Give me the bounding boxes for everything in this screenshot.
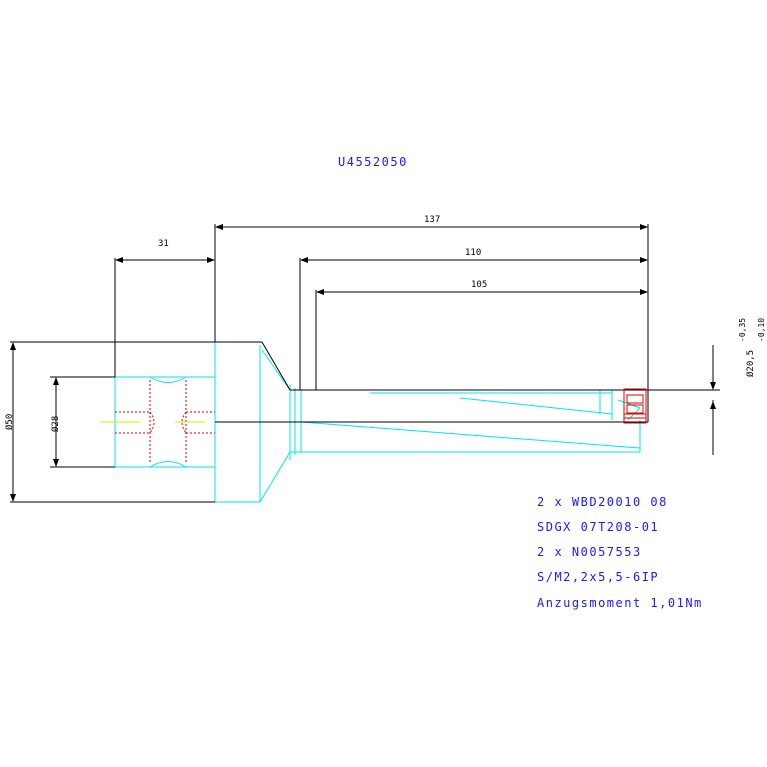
dim-tolerance-lower: -0,10 [757,318,766,342]
note-line-1: 2 x WBD20010 08 [537,495,668,509]
dim-length-105: 105 [471,280,487,290]
dimension-lines [10,224,716,502]
note-line-5: Anzugsmoment 1,01Nm [537,596,703,610]
tool-body [114,342,641,503]
dim-tolerance-upper: -0,35 [738,318,747,342]
note-line-2: SDGX 07T208-01 [537,520,659,534]
dim-shank-offset: 31 [158,239,169,249]
dim-shank-diameter: Ø50 [4,414,15,430]
dim-overall-length: 137 [424,215,440,225]
dim-length-110: 110 [465,248,481,258]
note-line-3: 2 x N0057553 [537,545,642,559]
tool-outline [10,224,720,503]
part-number-title: U4552050 [338,155,408,169]
dim-tip-diameter: Ø20,5 [745,350,756,377]
note-line-4: S/M2,2x5,5-6IP [537,570,659,584]
insert-detail [623,388,647,424]
spec-notes: 2 x WBD20010 08 SDGX 07T208-01 2 x N0057… [537,495,703,610]
dim-bore-diameter: Ø28 [50,416,61,432]
